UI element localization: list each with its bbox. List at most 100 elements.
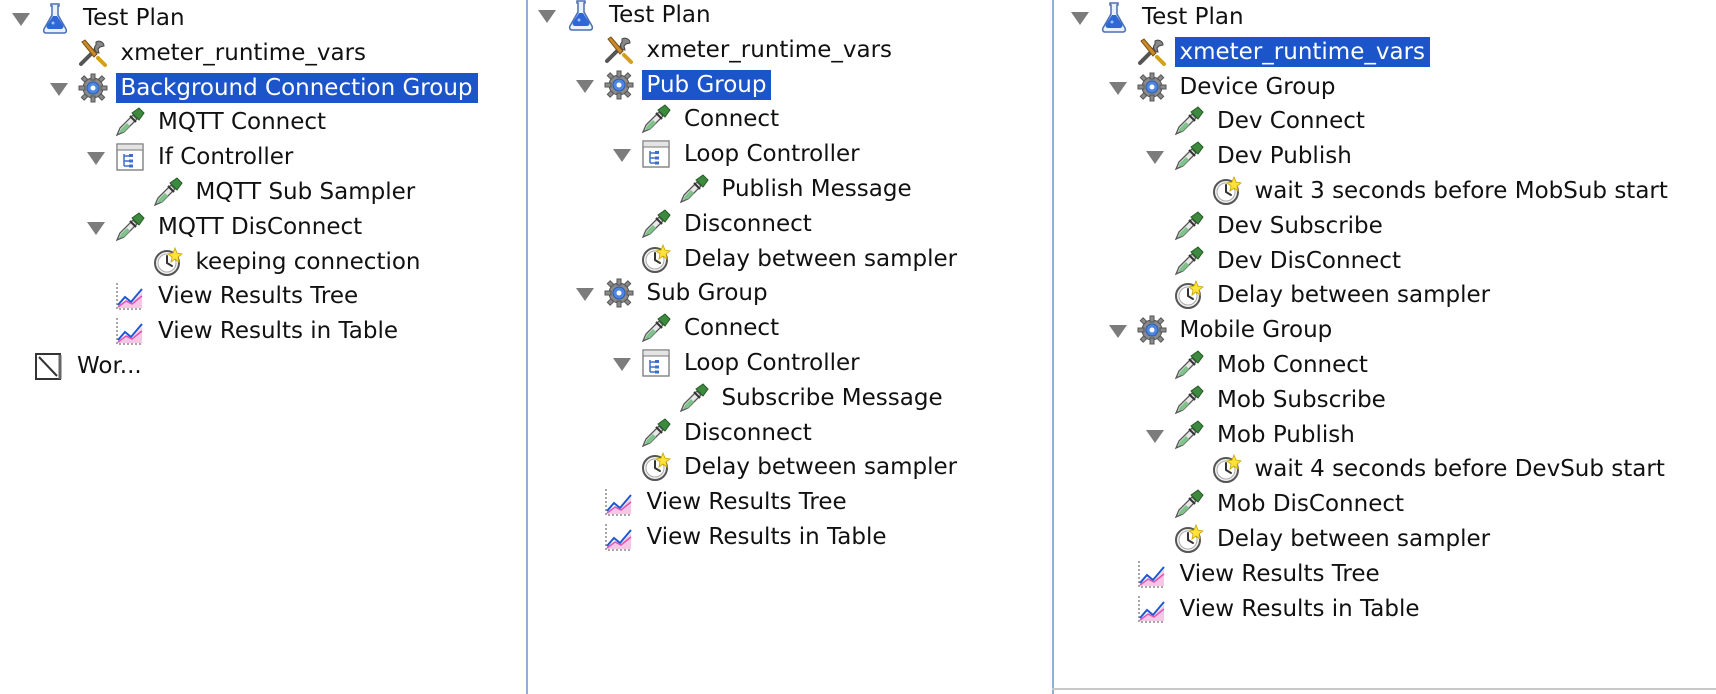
tree-node[interactable]: Delay between sampler bbox=[611, 450, 962, 484]
tree-node-label[interactable]: Publish Message bbox=[721, 176, 912, 202]
expand-toggle-icon[interactable] bbox=[611, 144, 631, 164]
tree-node-label[interactable]: Test Plan bbox=[609, 2, 711, 28]
tree-node[interactable]: Publish Message bbox=[649, 172, 917, 206]
tree-node-label[interactable]: Dev Connect bbox=[1217, 108, 1365, 135]
expand-toggle-icon[interactable] bbox=[1069, 7, 1089, 27]
expand-toggle-icon[interactable] bbox=[1107, 77, 1127, 97]
tree-node-label[interactable]: Wor... bbox=[77, 353, 142, 379]
tree-node-label[interactable]: Loop Controller bbox=[684, 141, 860, 168]
tree-node-label[interactable]: Mob Connect bbox=[1217, 352, 1368, 378]
tree-node[interactable]: View Results in Table bbox=[574, 520, 892, 554]
tree-node[interactable]: wait 3 seconds before MobSub start bbox=[1182, 174, 1673, 208]
tree-node[interactable]: Mob DisConnect bbox=[1144, 487, 1409, 521]
tree-node[interactable]: Delay between sampler bbox=[1144, 278, 1495, 312]
tree-node-label[interactable]: Device Group bbox=[1179, 73, 1336, 100]
tree-node-label[interactable]: Delay between sampler bbox=[1217, 282, 1491, 309]
tree-node[interactable]: Test Plan bbox=[1069, 0, 1249, 34]
tree-node[interactable]: Connect bbox=[611, 102, 784, 136]
tree-node[interactable]: Loop Controller bbox=[611, 137, 865, 171]
tree-node-label[interactable]: View Results in Table bbox=[646, 524, 887, 550]
tree-node[interactable]: Delay between sampler bbox=[1144, 522, 1495, 556]
tree-node[interactable]: Dev DisConnect bbox=[1144, 244, 1406, 278]
tree-node-label[interactable]: Mob DisConnect bbox=[1217, 491, 1405, 518]
tree-node[interactable]: Loop Controller bbox=[611, 346, 865, 380]
tree-node[interactable]: View Results Tree bbox=[85, 279, 363, 313]
tree-node[interactable]: Delay between sampler bbox=[611, 242, 962, 276]
expand-toggle-icon[interactable] bbox=[574, 283, 594, 303]
tree-node[interactable]: Dev Subscribe bbox=[1144, 209, 1388, 243]
tree-node-label[interactable]: Connect bbox=[684, 106, 780, 133]
tree-node[interactable]: Test Plan bbox=[10, 1, 190, 35]
tree-node-label[interactable]: Subscribe Message bbox=[721, 384, 943, 411]
expand-toggle-icon[interactable] bbox=[574, 75, 594, 95]
tree-node-label[interactable]: View Results Tree bbox=[646, 489, 847, 516]
tree-node-label[interactable]: View Results in Table bbox=[1179, 595, 1420, 622]
tree-node-label[interactable]: xmeter_runtime_vars bbox=[120, 39, 367, 66]
tree-node-label[interactable]: xmeter_runtime_vars bbox=[1174, 36, 1431, 67]
tree-node-label[interactable]: Pub Group bbox=[641, 69, 772, 100]
tree-node[interactable]: MQTT Sub Sampler bbox=[123, 175, 421, 209]
expand-toggle-icon[interactable] bbox=[85, 217, 105, 237]
tree-node[interactable]: xmeter_runtime_vars bbox=[48, 36, 372, 70]
tree-node-label[interactable]: View Results Tree bbox=[1179, 560, 1380, 587]
tree-node-label[interactable]: Connect bbox=[684, 315, 780, 342]
tree-node[interactable]: wait 4 seconds before DevSub start bbox=[1182, 452, 1670, 486]
tree-node-label[interactable]: Background Connection Group bbox=[115, 72, 478, 103]
tree-node[interactable]: View Results Tree bbox=[574, 485, 852, 519]
tree-node[interactable]: Wor... bbox=[32, 349, 147, 383]
tree-node-label[interactable]: Test Plan bbox=[83, 5, 185, 31]
tree-node[interactable]: Mob Connect bbox=[1144, 348, 1373, 382]
tree-node[interactable]: Disconnect bbox=[611, 416, 817, 450]
tree-node-label[interactable]: Mobile Group bbox=[1179, 317, 1333, 344]
tree-node-label[interactable]: Disconnect bbox=[684, 210, 812, 237]
tree-node[interactable]: keeping connection bbox=[123, 245, 426, 279]
tree-node-label[interactable]: keeping connection bbox=[195, 248, 421, 275]
tree-node-label[interactable]: Dev DisConnect bbox=[1217, 247, 1401, 274]
tree-node-label[interactable]: xmeter_runtime_vars bbox=[646, 36, 893, 63]
tree-node[interactable]: MQTT DisConnect bbox=[85, 210, 367, 244]
tree-node-label[interactable]: Delay between sampler bbox=[684, 245, 958, 272]
tree-node[interactable]: Dev Connect bbox=[1144, 104, 1370, 138]
tree-node-label[interactable]: Delay between sampler bbox=[684, 454, 958, 481]
tree-node[interactable]: View Results Tree bbox=[1107, 557, 1385, 591]
tree-node[interactable]: Test Plan bbox=[536, 0, 716, 32]
tree-node-label[interactable]: Delay between sampler bbox=[1217, 526, 1491, 552]
tree-node-label[interactable]: wait 4 seconds before DevSub start bbox=[1254, 456, 1665, 483]
tree-node-label[interactable]: MQTT DisConnect bbox=[158, 213, 363, 240]
expand-toggle-icon[interactable] bbox=[1107, 320, 1127, 340]
tree-node[interactable]: Subscribe Message bbox=[649, 381, 948, 415]
tree-node-label[interactable]: View Results Tree bbox=[158, 283, 359, 310]
tree-node-label[interactable]: MQTT Connect bbox=[158, 109, 327, 136]
tree-node[interactable]: Mob Publish bbox=[1144, 418, 1360, 452]
expand-toggle-icon[interactable] bbox=[611, 353, 631, 373]
expand-toggle-icon[interactable] bbox=[1144, 146, 1164, 166]
tree-node[interactable]: Mob Subscribe bbox=[1144, 383, 1391, 417]
tree-node[interactable]: Sub Group bbox=[574, 276, 773, 310]
tree-node-label[interactable]: Dev Publish bbox=[1217, 143, 1352, 170]
tree-node[interactable]: Device Group bbox=[1107, 70, 1341, 104]
tree-node[interactable]: View Results in Table bbox=[1107, 592, 1425, 626]
tree-node-label[interactable]: Sub Group bbox=[646, 280, 768, 307]
tree-node[interactable]: Background Connection Group bbox=[48, 71, 478, 105]
expand-toggle-icon[interactable] bbox=[85, 147, 105, 167]
tree-node-label[interactable]: Loop Controller bbox=[684, 350, 860, 376]
tree-node-label[interactable]: wait 3 seconds before MobSub start bbox=[1254, 178, 1668, 204]
tree-node-label[interactable]: If Controller bbox=[158, 144, 294, 171]
expand-toggle-icon[interactable] bbox=[10, 8, 30, 28]
tree-node-label[interactable]: Test Plan bbox=[1142, 4, 1244, 30]
tree-node[interactable]: Pub Group bbox=[574, 68, 772, 102]
tree-node[interactable]: xmeter_runtime_vars bbox=[574, 33, 898, 67]
tree-node-label[interactable]: View Results in Table bbox=[158, 318, 399, 345]
tree-node-label[interactable]: Mob Subscribe bbox=[1217, 386, 1386, 413]
tree-node[interactable]: Connect bbox=[611, 311, 784, 345]
tree-node[interactable]: Dev Publish bbox=[1144, 139, 1357, 173]
tree-node[interactable]: Mobile Group bbox=[1107, 313, 1338, 347]
tree-node[interactable]: View Results in Table bbox=[85, 314, 403, 348]
expand-toggle-icon[interactable] bbox=[536, 5, 556, 25]
expand-toggle-icon[interactable] bbox=[48, 78, 68, 98]
tree-node-label[interactable]: Dev Subscribe bbox=[1217, 212, 1383, 239]
tree-node-label[interactable]: Mob Publish bbox=[1217, 421, 1355, 448]
tree-node[interactable]: xmeter_runtime_vars bbox=[1107, 35, 1431, 69]
